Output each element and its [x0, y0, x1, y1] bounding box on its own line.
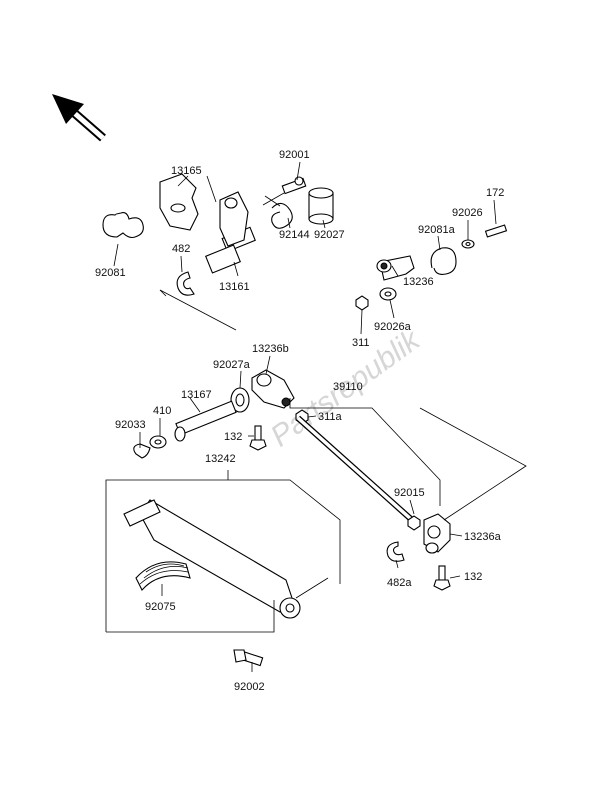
part-13242-gear-pedal — [123, 499, 301, 619]
part-92002-bolt — [233, 649, 264, 667]
part-92081-circlip — [102, 212, 144, 239]
label-39110: 39110 — [333, 381, 363, 393]
part-13236a-lever — [423, 513, 451, 554]
part-482a-circlip — [386, 541, 405, 562]
label-132-upper: 132 — [224, 431, 242, 443]
label-92001: 92001 — [279, 149, 310, 161]
part-13236-lever — [376, 255, 415, 281]
pedal-frame — [105, 470, 341, 633]
label-482: 482 — [172, 243, 190, 255]
part-92144-spring — [264, 195, 293, 229]
label-92026a: 92026a — [374, 321, 412, 333]
label-92081a: 92081a — [418, 224, 456, 236]
label-92026: 92026 — [452, 207, 483, 219]
label-13242: 13242 — [205, 453, 236, 465]
part-92001-pin — [262, 176, 307, 206]
label-92002: 92002 — [234, 681, 265, 693]
part-13165-plate — [159, 173, 199, 231]
part-410-washer — [149, 435, 167, 449]
part-92027a-collar — [230, 387, 250, 413]
leader-lines — [113, 161, 527, 672]
part-92081a-spring — [430, 247, 457, 275]
label-92015: 92015 — [394, 487, 425, 499]
label-92144: 92144 — [279, 229, 310, 241]
label-13161: 13161 — [219, 281, 250, 293]
label-92033: 92033 — [115, 419, 146, 431]
label-13236: 13236 — [403, 276, 434, 288]
part-172-stud — [484, 224, 508, 238]
part-311-nut — [355, 295, 369, 311]
label-13167: 13167 — [181, 389, 212, 401]
part-92027-collar — [308, 187, 334, 225]
label-13236b: 13236b — [252, 343, 289, 355]
part-92075-pedal-rubber — [135, 561, 191, 591]
label-410: 410 — [153, 405, 171, 417]
label-13236a: 13236a — [464, 531, 502, 543]
part-13236b-lever — [251, 369, 295, 409]
part-482-circlip — [176, 271, 195, 296]
part-92026-washer — [461, 239, 475, 249]
label-482a: 482a — [387, 577, 412, 589]
direction-arrow-icon — [52, 94, 106, 142]
label-311: 311 — [352, 337, 370, 349]
part-92026a-washer — [379, 287, 397, 301]
label-172: 172 — [486, 187, 504, 199]
part-92033-circlip — [133, 443, 151, 459]
part-39110-tie-rod — [295, 415, 415, 523]
label-311a: 311a — [318, 411, 343, 423]
label-92081: 92081 — [95, 267, 126, 279]
part-13167-shaft — [174, 400, 237, 442]
label-13165: 13165 — [171, 165, 202, 177]
part-132-bolt-upper — [249, 425, 267, 451]
label-132-lower: 132 — [464, 571, 482, 583]
part-13161-shift-shaft — [205, 191, 256, 274]
label-92075: 92075 — [145, 601, 176, 613]
label-92027a: 92027a — [213, 359, 251, 371]
label-92027: 92027 — [314, 229, 345, 241]
part-92015-nut — [407, 515, 421, 531]
part-132-bolt-lower — [433, 565, 451, 591]
